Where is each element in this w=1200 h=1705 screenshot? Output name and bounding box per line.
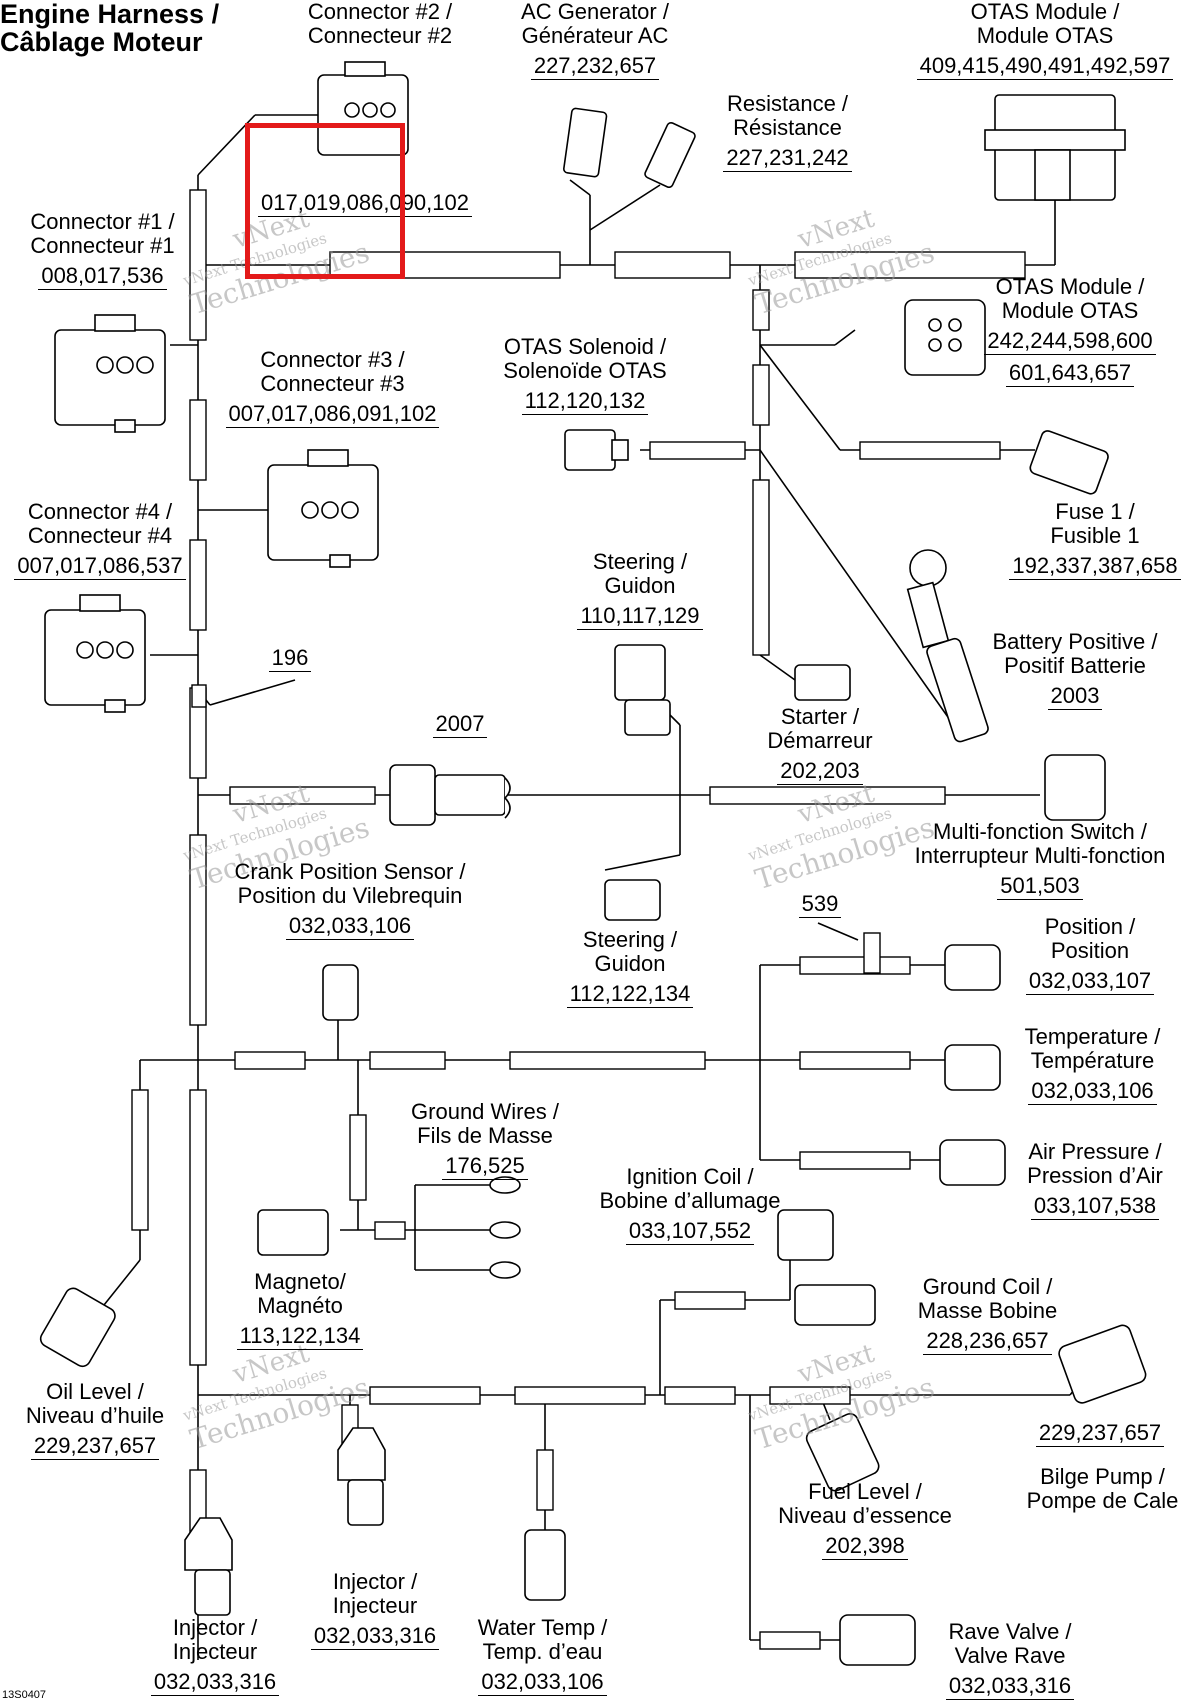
ground-ring-terminals [440,1176,521,1279]
crank-connector-icon [322,964,359,1021]
label-bilge-pump-parts: 229,237,657 [1030,1415,1170,1447]
ignition-coil-icon [777,1209,834,1261]
air-pressure-icon [939,1139,1006,1186]
steering-mid-icon [604,879,661,921]
highlight-box [245,123,405,279]
connector-icons [39,61,1147,1666]
otas-solenoid-icon [564,429,629,471]
harness-sleeves [131,189,1026,1650]
position-icon [944,944,1001,991]
connector-2-icon [317,61,409,156]
injector-left-icon [184,1517,233,1616]
label-ref-2007: 2007 [420,706,500,738]
label-crank-position-sensor: Crank Position Sensor / Position du Vile… [234,859,466,940]
injector-right-icon [337,1427,386,1526]
multi-function-switch-icon [1044,754,1106,821]
water-temp-icon [524,1529,566,1601]
battery-positive-icon [906,549,989,743]
magneto-icon [257,1209,329,1256]
steering-top-icon [614,644,671,736]
oil-level-icon [39,1287,116,1368]
diagram-title: Engine Harness / Câblage Moteur [0,0,220,57]
connector-4-icon [44,594,146,713]
label-ref-539: 539 [790,886,850,918]
starter-icon [794,664,851,701]
otas-module-right-icon [904,299,986,376]
label-multi-function-switch: Multi-fonction Switch / Interrupteur Mul… [914,819,1166,900]
otas-module-top-icon [984,94,1126,201]
fuel-level-icon [805,1412,880,1492]
bilge-pump-icon [1058,1324,1147,1404]
ground-coil-icon [794,1284,876,1326]
fuse-1-icon [1029,430,1109,495]
connector-1-icon [54,314,166,433]
temperature-icon [944,1044,1001,1091]
crank-sensor-icon [389,764,511,826]
rave-valve-icon [839,1614,916,1666]
ac-generator-icon [563,107,696,189]
label-ref-196: 196 [255,640,325,672]
label-connector-2-parts: 017,019,086,090,102 [250,185,480,217]
label-bilge-pump: Bilge Pump / Pompe de Cale [1026,1464,1179,1513]
connector-3-icon [267,449,379,568]
label-connector-2: Connector #2 / Connecteur #2 [307,0,453,48]
figure-code: 13S0407 [2,1689,47,1701]
